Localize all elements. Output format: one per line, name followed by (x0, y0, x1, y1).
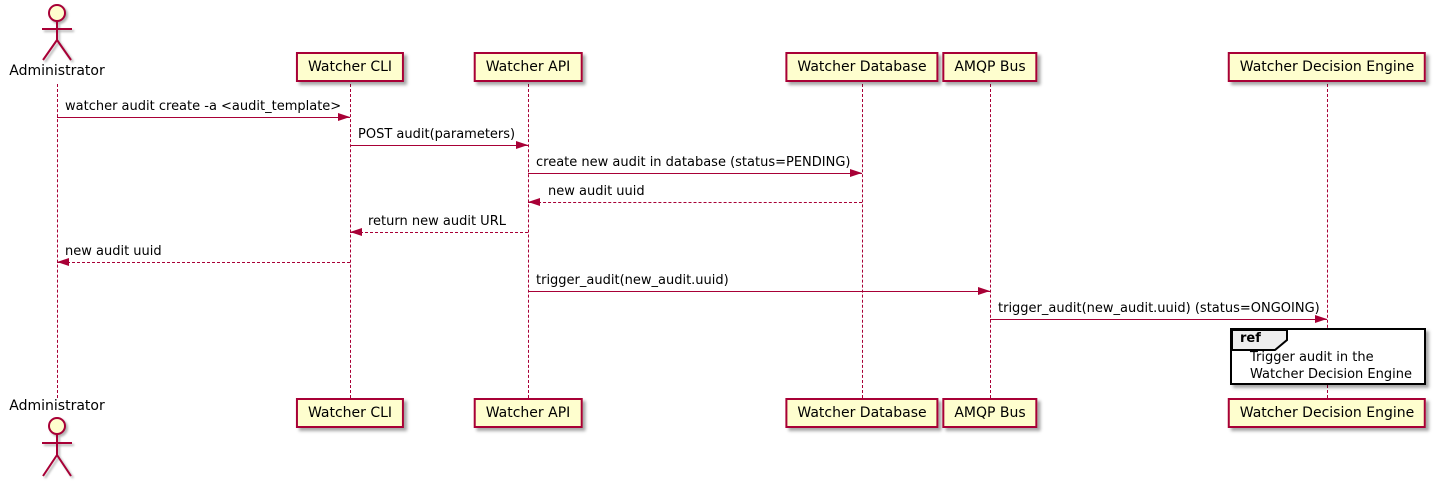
actor-icon (42, 417, 72, 477)
message-label: create new audit in database (status=PEN… (536, 155, 851, 170)
message-line (528, 202, 862, 203)
participant-watcher-decision-engine-top: Watcher Decision Engine (1227, 52, 1427, 82)
message-line (528, 291, 990, 292)
lifeline-watcher-api (528, 84, 529, 398)
lifeline-administrator (57, 84, 58, 398)
message-label: POST audit(parameters) (358, 127, 516, 142)
participant-watcher-decision-engine-bottom: Watcher Decision Engine (1227, 398, 1427, 428)
arrowhead-icon (338, 113, 350, 121)
message-line (57, 262, 350, 263)
message-line (528, 173, 862, 174)
ref-text-line: Watcher Decision Engine (1250, 367, 1412, 382)
ref-tab-shape (1231, 329, 1288, 351)
actor-icon (42, 4, 72, 61)
actor-label-top: Administrator (9, 63, 105, 79)
message-line (990, 319, 1327, 320)
arrowhead-icon (850, 169, 862, 177)
message-label: trigger_audit(new_audit.uuid) (536, 273, 729, 288)
message-label: watcher audit create -a <audit_template> (65, 99, 342, 114)
message-line (57, 117, 350, 118)
participant-watcher-api-bottom: Watcher API (473, 398, 583, 428)
message-line (350, 145, 528, 146)
ref-text-line: Trigger audit in the (1250, 350, 1374, 365)
participant-watcher-cli-bottom: Watcher CLI (295, 398, 405, 428)
message-label: trigger_audit(new_audit.uuid) (status=ON… (998, 301, 1320, 316)
arrowhead-icon (57, 258, 69, 266)
arrowhead-icon (516, 141, 528, 149)
participant-watcher-api-top: Watcher API (473, 52, 583, 82)
participant-watcher-cli-top: Watcher CLI (295, 52, 405, 82)
message-line (350, 232, 528, 233)
arrowhead-icon (978, 287, 990, 295)
participant-amqp-bus-top: AMQP Bus (942, 52, 1038, 82)
ref-keyword: ref (1240, 331, 1261, 346)
ref-fragment: ref Trigger audit in the Watcher Decisio… (1230, 328, 1426, 385)
message-label: return new audit URL (368, 214, 506, 229)
lifeline-watcher-cli (350, 84, 351, 398)
arrowhead-icon (1315, 315, 1327, 323)
message-label: new audit uuid (548, 184, 645, 199)
lifeline-watcher-decision-engine (1327, 84, 1328, 398)
arrowhead-icon (528, 198, 540, 206)
participant-watcher-database-bottom: Watcher Database (785, 398, 939, 428)
lifeline-watcher-database (862, 84, 863, 398)
message-label: new audit uuid (65, 244, 162, 259)
lifeline-amqp-bus (990, 84, 991, 398)
arrowhead-icon (350, 228, 362, 236)
participant-watcher-database-top: Watcher Database (785, 52, 939, 82)
actor-label-bottom: Administrator (9, 398, 105, 414)
participant-amqp-bus-bottom: AMQP Bus (942, 398, 1038, 428)
